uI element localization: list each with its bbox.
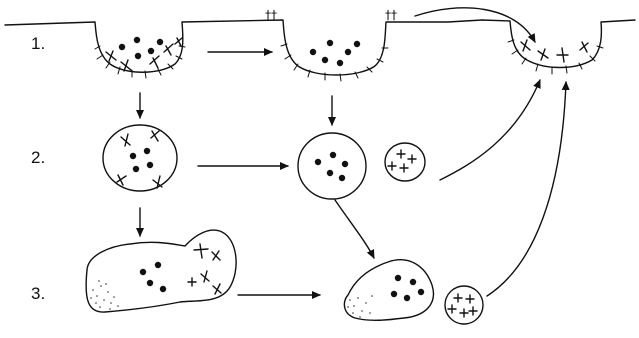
ligand-dots-endosome-row3-middle	[390, 274, 425, 302]
receptor-crosses-vesicle-row3	[447, 293, 478, 318]
vesicle-row2-left	[102, 124, 178, 192]
row-label-2: 2.	[31, 148, 46, 167]
coat-bristles-pit-1	[94, 45, 186, 79]
arrow-receptor-vesicle-row3-to-pit3	[486, 81, 570, 297]
arrow-vesicle-middle-to-endosome-middle	[334, 199, 375, 259]
receptor-vesicle-row2	[384, 142, 426, 182]
receptor-crosses-pit-3	[520, 39, 589, 63]
coat-bristles-pit-3	[507, 39, 604, 75]
ligand-dots-vesicle-row2-middle	[314, 151, 349, 182]
coat-bristles-pit-2	[280, 43, 389, 82]
ligand-dots-vesicle-row2-left	[129, 147, 154, 173]
row-label-3: 3.	[31, 284, 46, 303]
receptor-crosses-vesicle-row2	[387, 149, 417, 173]
receptor-crosses-endosome-row3-left	[187, 243, 222, 295]
surface-marker-left: ††	[265, 8, 277, 22]
arrow-surface-to-pit3	[414, 7, 536, 43]
arrow-receptor-vesicle-to-pit3	[439, 79, 541, 181]
ligand-dots-pit-2	[309, 39, 361, 67]
surface-marker-right: ††	[385, 8, 397, 22]
receptor-vesicle-row3	[444, 285, 484, 325]
receptor-crosses-vesicle-row2-left	[116, 130, 163, 189]
vesicle-row2-middle	[297, 132, 367, 200]
ligand-dots-pit-1	[118, 36, 164, 60]
endosome-row3-left	[85, 229, 237, 313]
ligand-dots-endosome-row3-left	[139, 261, 167, 293]
endosome-row3-middle	[343, 259, 435, 321]
row-label-1: 1.	[31, 34, 46, 53]
receptor-crosses-pit-1	[105, 37, 183, 72]
stipple-endosome-row3-middle	[347, 295, 373, 318]
stipple-endosome-row3-left	[90, 280, 119, 310]
membrane-surface	[4, 19, 636, 76]
